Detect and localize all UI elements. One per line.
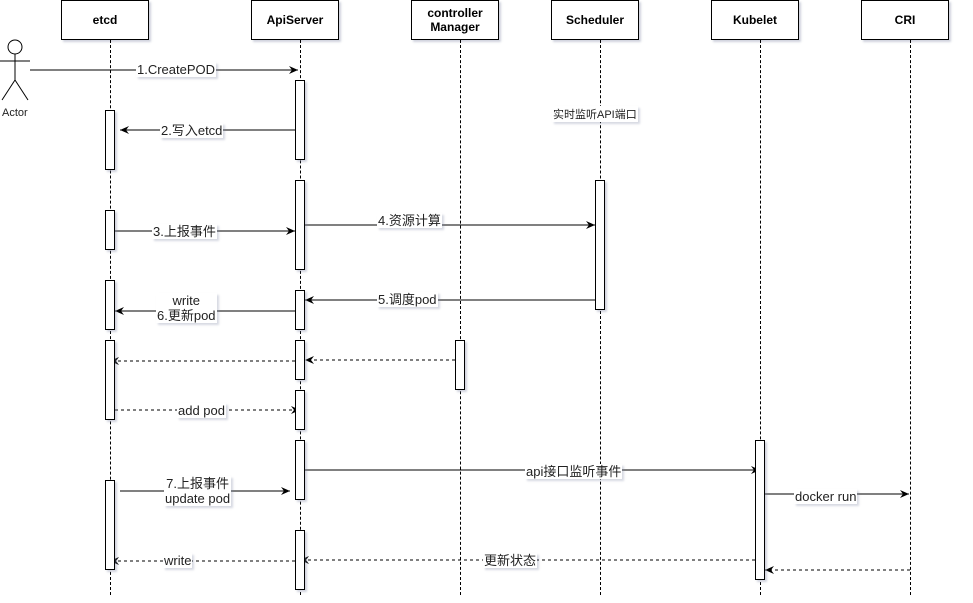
- participant-apiserver[interactable]: ApiServer: [251, 0, 339, 40]
- message-label-update-pod[interactable]: write 6.更新pod: [156, 293, 217, 323]
- activation-etcd-5: [105, 480, 115, 570]
- message-label-add-pod[interactable]: add pod: [177, 403, 226, 418]
- lifeline-kubelet: [760, 40, 761, 595]
- activation-apiserver-2: [295, 180, 305, 270]
- activation-etcd-1: [105, 110, 115, 170]
- message-label-resource-calc[interactable]: 4.资源计算: [377, 213, 442, 228]
- activation-controller-1: [455, 340, 465, 390]
- activation-kubelet-1: [755, 440, 765, 580]
- participant-cri[interactable]: CRI: [861, 0, 949, 40]
- message-label-write-etcd[interactable]: 2.写入etcd: [160, 123, 224, 138]
- lifeline-controller-manager: [460, 40, 461, 595]
- message-label-api-watch[interactable]: api接口监听事件: [525, 464, 623, 479]
- activation-etcd-2: [105, 210, 115, 250]
- lifeline-scheduler: [600, 40, 601, 595]
- activation-etcd-4: [105, 340, 115, 420]
- participant-scheduler[interactable]: Scheduler: [551, 0, 639, 40]
- participant-etcd[interactable]: etcd: [61, 0, 149, 40]
- lifeline-cri: [910, 40, 911, 595]
- participant-kubelet[interactable]: Kubelet: [711, 0, 799, 40]
- activation-apiserver-3: [295, 290, 305, 330]
- activation-apiserver-6: [295, 440, 305, 500]
- participant-controller-manager[interactable]: controller Manager: [411, 0, 499, 40]
- message-label-create-pod[interactable]: 1.CreatePOD: [136, 62, 217, 77]
- message-label-docker-run[interactable]: docker run: [794, 489, 858, 504]
- message-label-report-event[interactable]: 3.上报事件: [152, 224, 217, 239]
- message-label-update-status[interactable]: 更新状态: [483, 553, 538, 568]
- activation-etcd-3: [105, 280, 115, 330]
- activation-apiserver-4: [295, 340, 305, 380]
- activation-apiserver-1: [295, 80, 305, 160]
- activation-scheduler-1: [595, 180, 605, 310]
- message-label-report-update[interactable]: 7.上报事件 update pod: [164, 476, 232, 506]
- activation-apiserver-7: [295, 530, 305, 590]
- message-label-schedule-pod[interactable]: 5.调度pod: [377, 292, 438, 307]
- actor-icon[interactable]: [0, 35, 40, 145]
- actor-label: Actor: [2, 107, 28, 119]
- activation-apiserver-5: [295, 390, 305, 430]
- note-watch-api: 实时监听API端口: [552, 106, 638, 122]
- message-label-write[interactable]: write: [163, 553, 193, 568]
